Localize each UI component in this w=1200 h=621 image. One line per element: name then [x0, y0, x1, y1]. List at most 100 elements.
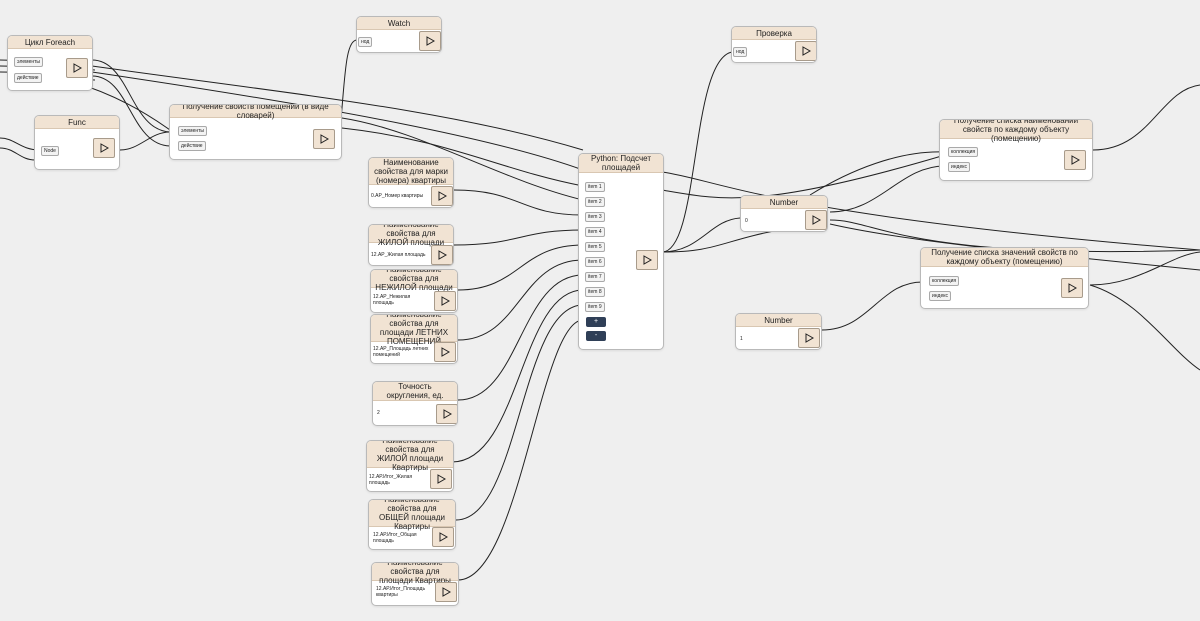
play-triangle-icon [643, 255, 652, 265]
port-node[interactable]: нод [358, 37, 373, 47]
node-title: Наименование свойства для марки (номера)… [369, 158, 453, 185]
port-item-1[interactable]: item 1 [585, 182, 605, 192]
play-triangle-icon [812, 215, 821, 225]
run-button[interactable] [419, 31, 441, 51]
node-title: Наименование свойства для площади Кварти… [372, 563, 458, 585]
play-triangle-icon [73, 63, 82, 73]
play-triangle-icon [320, 134, 329, 144]
run-button[interactable] [1061, 278, 1083, 298]
property-value[interactable]: 2 [377, 410, 380, 416]
port-item-5[interactable]: item 5 [585, 242, 605, 252]
play-triangle-icon [438, 191, 447, 201]
node-title: Наименование свойства для ЖИЛОЙ площади [369, 225, 453, 247]
port-item-4[interactable]: item 4 [585, 227, 605, 237]
port-item-2[interactable]: item 2 [585, 197, 605, 207]
node-title: Точность округления, ед. [373, 382, 457, 401]
property-value[interactable]: 12.АР_Нежилая площадь [373, 294, 411, 306]
number-value[interactable]: 0 [745, 218, 748, 224]
port-node[interactable]: нод [733, 47, 748, 57]
foreach-node[interactable]: Цикл Foreach элементы действие [7, 35, 93, 91]
prop-living-node[interactable]: Наименование свойства для ЖИЛОЙ площади … [368, 224, 454, 266]
run-button[interactable] [636, 250, 658, 270]
prop-mark-node[interactable]: Наименование свойства для марки (номера)… [368, 157, 454, 208]
precision-node[interactable]: Точность округления, ед. 2 [372, 381, 458, 426]
play-triangle-icon [442, 587, 451, 597]
prop-total-area-node[interactable]: Наименование свойства для площади Кварти… [371, 562, 459, 606]
port-node[interactable]: Node [41, 146, 59, 156]
node-title: Наименование свойства для НЕЖИЛОЙ площад… [371, 270, 457, 292]
port-items[interactable]: элементы [178, 126, 208, 136]
play-triangle-icon [437, 474, 446, 484]
node-title: Проверка [732, 27, 816, 40]
prop-total-living-node[interactable]: Наименование свойства для ЖИЛОЙ площади … [366, 440, 454, 492]
node-title: Наименование свойства для площади ЛЕТНИХ… [371, 315, 457, 346]
play-triangle-icon [100, 143, 109, 153]
run-button[interactable] [431, 245, 453, 265]
add-port-button[interactable]: + [586, 317, 606, 327]
node-title: Получение свойств помещений (в виде слов… [170, 105, 341, 120]
run-button[interactable] [430, 469, 452, 489]
run-button[interactable] [432, 527, 454, 547]
func-node[interactable]: Func Node [34, 115, 120, 170]
run-button[interactable] [431, 186, 453, 206]
property-names-list-node[interactable]: Получение списка наименований свойств по… [939, 119, 1093, 181]
property-value[interactable]: 12.АР.Итог_Площадь квартиры [376, 586, 426, 598]
node-title: Number [741, 196, 827, 209]
play-triangle-icon [438, 250, 447, 260]
run-button[interactable] [435, 582, 457, 602]
room-properties-node[interactable]: Получение свойств помещений (в виде слов… [169, 104, 342, 160]
run-button[interactable] [795, 41, 816, 61]
play-triangle-icon [441, 347, 450, 357]
play-triangle-icon [1068, 283, 1077, 293]
port-items[interactable]: элементы [14, 57, 44, 67]
node-title: Func [35, 116, 119, 129]
play-triangle-icon [805, 333, 814, 343]
port-item-6[interactable]: item 6 [585, 257, 605, 267]
play-triangle-icon [441, 296, 450, 306]
python-node[interactable]: Python: Подсчет площадей item 1 item 2 i… [578, 153, 664, 350]
port-action[interactable]: действие [178, 141, 206, 151]
play-triangle-icon [443, 409, 452, 419]
prop-nonliving-node[interactable]: Наименование свойства для НЕЖИЛОЙ площад… [370, 269, 458, 313]
run-button[interactable] [93, 138, 115, 158]
remove-port-button[interactable]: - [586, 331, 606, 341]
node-title: Получение списка наименований свойств по… [940, 120, 1092, 143]
port-collection[interactable]: коллекция [929, 276, 960, 286]
run-button[interactable] [434, 342, 456, 362]
port-index[interactable]: индекс [948, 162, 970, 172]
property-values-list-node[interactable]: Получение списка значений свойств по каж… [920, 247, 1089, 309]
number-node-0[interactable]: Number 0 [740, 195, 828, 232]
run-button[interactable] [434, 291, 456, 311]
property-value[interactable]: 0.АР_Номер квартиры [371, 193, 424, 199]
run-button[interactable] [798, 328, 820, 348]
play-triangle-icon [426, 36, 435, 46]
port-action[interactable]: действие [14, 73, 42, 83]
number-node-1[interactable]: Number 1 [735, 313, 822, 350]
port-collection[interactable]: коллекция [948, 147, 979, 157]
watch-node[interactable]: Watch нод [356, 16, 442, 53]
run-button[interactable] [313, 129, 335, 149]
number-value[interactable]: 1 [740, 336, 743, 342]
node-title: Python: Подсчет площадей [579, 154, 663, 173]
property-value[interactable]: 12.АР_Жилая площадь [371, 252, 426, 258]
port-item-9[interactable]: item 9 [585, 302, 605, 312]
port-item-8[interactable]: item 8 [585, 287, 605, 297]
property-value[interactable]: 12.АР.Итог_Общая площадь [373, 532, 417, 544]
property-value[interactable]: 12.АР.Итог_Жилая площадь [369, 474, 413, 486]
run-button[interactable] [436, 404, 457, 424]
node-title: Получение списка значений свойств по каж… [921, 248, 1088, 267]
prop-summer-node[interactable]: Наименование свойства для площади ЛЕТНИХ… [370, 314, 458, 364]
run-button[interactable] [1064, 150, 1086, 170]
play-triangle-icon [439, 532, 448, 542]
node-title: Watch [357, 17, 441, 30]
port-item-7[interactable]: item 7 [585, 272, 605, 282]
check-node[interactable]: Проверка нод [731, 26, 817, 63]
node-title: Наименование свойства для ОБЩЕЙ площади … [369, 500, 455, 531]
play-triangle-icon [1071, 155, 1080, 165]
port-item-3[interactable]: item 3 [585, 212, 605, 222]
run-button[interactable] [66, 58, 88, 78]
prop-total-general-node[interactable]: Наименование свойства для ОБЩЕЙ площади … [368, 499, 456, 550]
property-value[interactable]: 12.АР_Площадь летних помещений [373, 346, 429, 358]
port-index[interactable]: индекс [929, 291, 951, 301]
run-button[interactable] [805, 210, 827, 230]
